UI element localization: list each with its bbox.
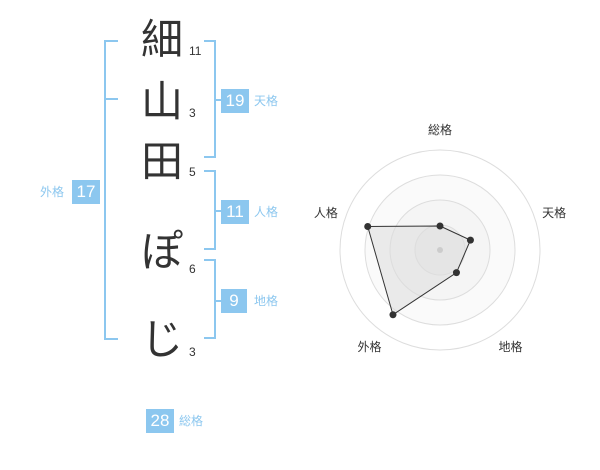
radar-axis-label-3: 地格 xyxy=(499,339,523,354)
name-char-4: ぽ xyxy=(140,227,183,276)
radar-axis-label-5: 人格 xyxy=(314,205,338,220)
radar-axis-label-1: 総格 xyxy=(428,122,452,137)
gaikaku-bracket xyxy=(104,40,118,340)
gaikaku-value: 17 xyxy=(72,180,100,204)
radar-axis-label-2: 天格 xyxy=(542,205,566,220)
jinkaku-value: 11 xyxy=(221,200,249,224)
radar-point-3 xyxy=(452,269,460,277)
radar-center-dot xyxy=(437,247,443,253)
radar-polygon xyxy=(367,225,472,316)
stroke-count-3: 5 xyxy=(189,165,196,179)
jinkaku-bracket-tick xyxy=(214,210,222,212)
radar-point-5 xyxy=(364,223,372,231)
tenkaku-bracket-tick xyxy=(214,99,222,101)
gaikaku-bracket-tick xyxy=(104,98,118,100)
soukaku-label: 総格 xyxy=(179,414,204,428)
chikaku-bracket-tick xyxy=(214,300,222,302)
chikaku-value: 9 xyxy=(221,289,247,313)
soukaku-value: 28 xyxy=(146,409,174,433)
stroke-count-4: 6 xyxy=(189,262,196,276)
stroke-count-2: 3 xyxy=(189,106,196,120)
tenkaku-label: 天格 xyxy=(254,94,279,108)
stroke-count-1: 11 xyxy=(189,44,202,58)
chikaku-label: 地格 xyxy=(254,294,279,308)
gaikaku-label: 外格 xyxy=(40,185,65,199)
jinkaku-label: 人格 xyxy=(254,205,279,219)
name-char-2: 山 xyxy=(140,77,183,126)
radar-axis-label-4: 外格 xyxy=(357,339,381,354)
radar-point-4 xyxy=(389,311,397,319)
name-char-3: 田 xyxy=(140,137,183,186)
radar-point-2 xyxy=(466,236,474,244)
stroke-count-5: 3 xyxy=(189,345,196,359)
tenkaku-value: 19 xyxy=(221,89,249,113)
name-char-1: 細 xyxy=(140,15,183,64)
chikaku-bracket xyxy=(204,259,216,339)
radar-point-1 xyxy=(436,222,444,230)
name-char-5: じ xyxy=(140,315,183,364)
